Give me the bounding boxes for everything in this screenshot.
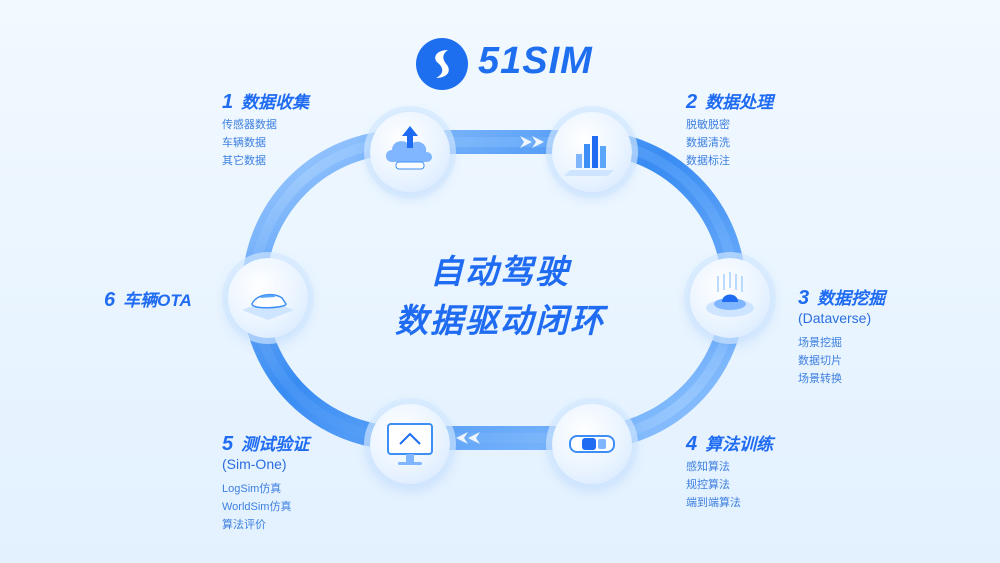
step-3-subtitle: (Dataverse): [798, 310, 872, 326]
brand-logo: 51SIM: [414, 36, 604, 92]
step-4-number: 4: [686, 433, 698, 455]
list-item: 端到端算法: [686, 497, 741, 509]
step-3-node: [690, 258, 770, 338]
list-item: 算法评价: [222, 519, 266, 531]
step-2-title: 2 数据处理: [686, 88, 773, 114]
step-1-label: 数据收集: [241, 93, 310, 112]
step-3-items: 场景挖掘 数据切片 场景转换: [798, 334, 842, 388]
brand-mark-icon: [416, 38, 468, 90]
step-5-node: [370, 404, 450, 484]
list-item: 数据切片: [798, 355, 842, 367]
step-4-label: 算法训练: [705, 435, 774, 454]
step-5-label: 测试验证: [241, 435, 310, 454]
data-mining-icon: [706, 272, 754, 317]
slogan-line-1: 自动驾驶: [430, 253, 570, 290]
step-1-title: 1 数据收集: [222, 88, 309, 114]
brand-name: 51SIM: [478, 40, 593, 82]
list-item: 数据清洗: [686, 137, 730, 149]
step-5-number: 5: [222, 433, 234, 455]
step-4-items: 感知算法 规控算法 端到端算法: [686, 458, 741, 512]
list-item: 规控算法: [686, 479, 730, 491]
step-2-items: 脱敏脱密 数据清洗 数据标注: [686, 116, 730, 170]
list-item: 脱敏脱密: [686, 119, 730, 131]
list-item: 感知算法: [686, 461, 730, 473]
step-5-items: LogSim仿真 WorldSim仿真 算法评价: [222, 480, 291, 534]
monitor-icon: [387, 423, 433, 465]
step-1-node: [370, 112, 450, 192]
step-2-node: [552, 112, 632, 192]
step-3-title: 3 数据挖掘: [798, 284, 885, 310]
step-4-title: 4 算法训练: [686, 430, 773, 456]
step-3-label: 数据挖掘: [817, 289, 886, 308]
step-2-number: 2: [686, 91, 698, 113]
list-item: WorldSim仿真: [222, 501, 292, 513]
car-topview-icon: [569, 435, 615, 453]
step-5-title: 5 测试验证: [222, 430, 309, 456]
step-6-label: 车辆OTA: [123, 291, 192, 310]
list-item: 数据标注: [686, 155, 730, 167]
step-4-node: [552, 404, 632, 484]
step-1-number: 1: [222, 91, 234, 113]
data-bars-icon: [564, 136, 614, 176]
list-item: LogSim仿真: [222, 483, 282, 495]
list-item: 车辆数据: [222, 137, 266, 149]
step-1-items: 传感器数据 车辆数据 其它数据: [222, 116, 277, 170]
step-6-title: 6 车辆OTA: [104, 286, 192, 312]
list-item: 其它数据: [222, 155, 266, 167]
list-item: 场景转换: [798, 373, 842, 385]
step-6-node: [228, 258, 308, 338]
cloud-upload-car-icon: [386, 126, 432, 170]
list-item: 场景挖掘: [798, 337, 842, 349]
slogan-line-2: 数据驱动闭环: [395, 302, 605, 339]
car-platform-icon: [242, 293, 294, 320]
step-5-subtitle: (Sim-One): [222, 456, 287, 472]
list-item: 传感器数据: [222, 119, 277, 131]
step-6-number: 6: [104, 289, 116, 311]
step-3-number: 3: [798, 287, 810, 309]
step-2-label: 数据处理: [705, 93, 774, 112]
